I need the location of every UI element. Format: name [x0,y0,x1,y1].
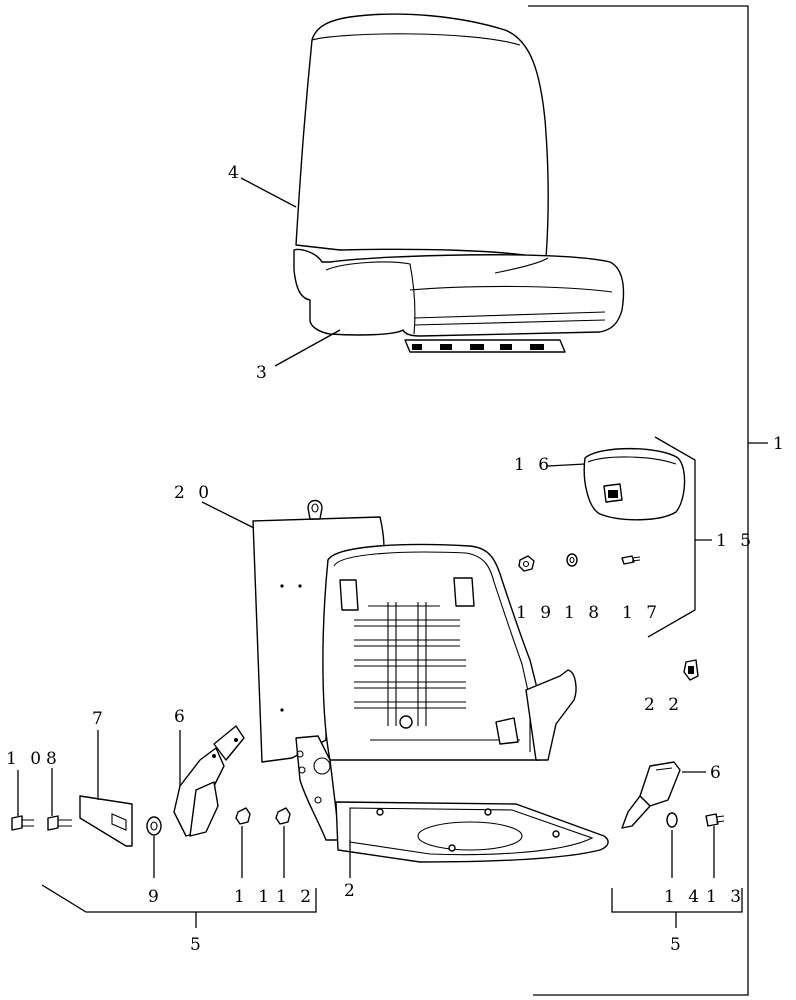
belt-buckle-6-right [621,761,681,829]
backrest-cushion [295,13,549,259]
callout-11: 1 1 [234,887,273,907]
callout-19: 1 9 [516,603,555,623]
screw-13 [705,813,725,827]
callout-5-right: 5 [670,935,685,955]
callout-6-right: 6 [710,763,725,783]
seat-cushion [293,248,625,337]
callout-8: 8 [46,749,61,769]
belt-retractor-6-left [173,725,245,837]
bolt-8 [47,815,72,831]
callout-9: 9 [148,887,163,907]
nut-11 [235,807,251,825]
seat-cushion-assembly [293,13,625,353]
nut-12 [275,807,291,825]
callout-18: 1 8 [564,603,603,623]
seat-frame-2 [295,543,609,863]
callout-3: 3 [256,363,271,383]
kit-bracket-left [41,884,317,913]
callout-13: 1 3 [706,887,745,907]
buckle-clip-22 [683,659,699,681]
callout-17: 1 7 [622,603,661,623]
callout-6-left: 6 [174,707,189,727]
washer-18 [566,553,578,567]
armrest-16 [583,447,686,521]
callout-7: 7 [92,709,107,729]
callout-15: 1 5 [716,531,755,551]
nut-19 [518,555,535,572]
bolt-10 [11,815,34,831]
callout-22: 2 2 [644,695,683,715]
callout-20: 2 0 [174,483,213,503]
callout-4: 4 [228,163,243,183]
callout-14: 1 4 [664,887,703,907]
screw-17 [621,555,641,565]
callout-1: 1 [773,434,788,454]
callout-16: 1 6 [514,455,553,475]
kit-bracket-right [611,888,743,913]
spacer-9 [146,816,162,836]
callout-10: 1 0 [6,749,45,769]
washer-14 [666,812,678,828]
callout-2: 2 [344,881,359,901]
rear-panel-20 [252,499,387,763]
callout-5-left: 5 [190,935,205,955]
plate-7 [79,795,133,847]
assembly-bracket [528,5,768,996]
callout-12: 1 2 [276,887,315,907]
